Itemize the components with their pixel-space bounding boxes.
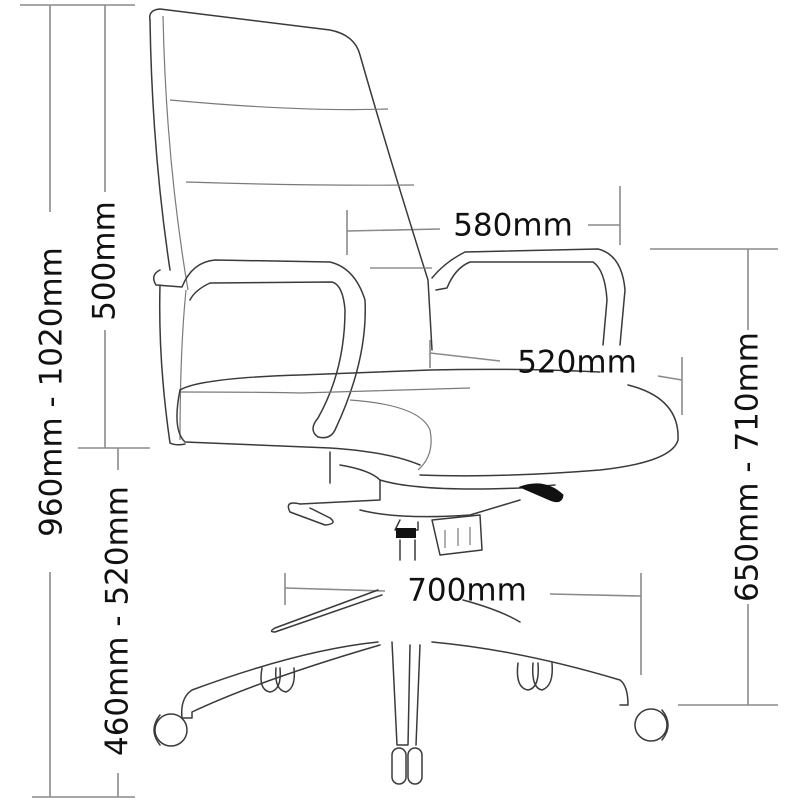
overall-width-dimension-line xyxy=(346,186,621,255)
backrest-height-dimension-line xyxy=(78,5,150,449)
armrest-height-dimension-line xyxy=(650,248,778,706)
casters xyxy=(153,662,669,785)
base-width-dimension-line xyxy=(284,573,642,675)
base-width-label: 700mm xyxy=(407,572,527,609)
seat-cushion xyxy=(176,368,679,477)
overall-height-label: 960mm - 1020mm xyxy=(33,247,70,537)
right-armrest xyxy=(431,248,626,346)
star-base xyxy=(180,589,629,746)
left-armrest xyxy=(153,259,366,446)
backrest-height-label: 500mm xyxy=(86,201,123,321)
armrest-height-label: 650mm - 710mm xyxy=(729,331,766,603)
seat-height-label: 460mm - 520mm xyxy=(99,485,136,757)
seat-depth-dimension-line xyxy=(429,340,683,415)
seat-depth-label: 520mm xyxy=(517,344,637,381)
seat-mechanism xyxy=(287,451,564,561)
backrest xyxy=(148,8,433,351)
overall-width-label: 580mm xyxy=(453,207,573,244)
